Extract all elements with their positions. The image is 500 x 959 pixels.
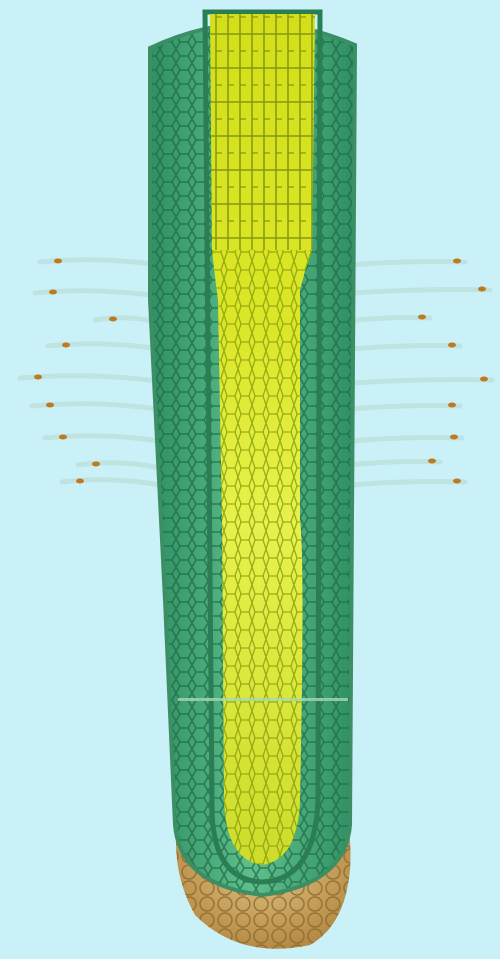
root-hair-tip-left — [49, 290, 57, 295]
root-hair-tip-right — [478, 287, 486, 292]
root-hair-tip-right — [453, 259, 461, 264]
zone-boundary — [178, 698, 348, 701]
root-hair-tip-right — [450, 435, 458, 440]
root-hair-tip-left — [59, 435, 67, 440]
root-hair-tip-left — [62, 343, 70, 348]
root-hair-tip-right — [448, 343, 456, 348]
root-hair-tip-left — [54, 259, 62, 264]
vascular-cylinder — [210, 14, 315, 865]
root-hair-tip-right — [448, 403, 456, 408]
root-hair-tip-left — [34, 375, 42, 380]
root-hair-tip-right — [428, 459, 436, 464]
root-hair-tip-right — [418, 315, 426, 320]
root-hair-tip-left — [109, 317, 117, 322]
root-hair-tip-left — [76, 479, 84, 484]
root-hair-tip-right — [480, 377, 488, 382]
root-hair-tip-left — [46, 403, 54, 408]
root-hair-tip-left — [92, 462, 100, 467]
root-hair-tip-right — [453, 479, 461, 484]
